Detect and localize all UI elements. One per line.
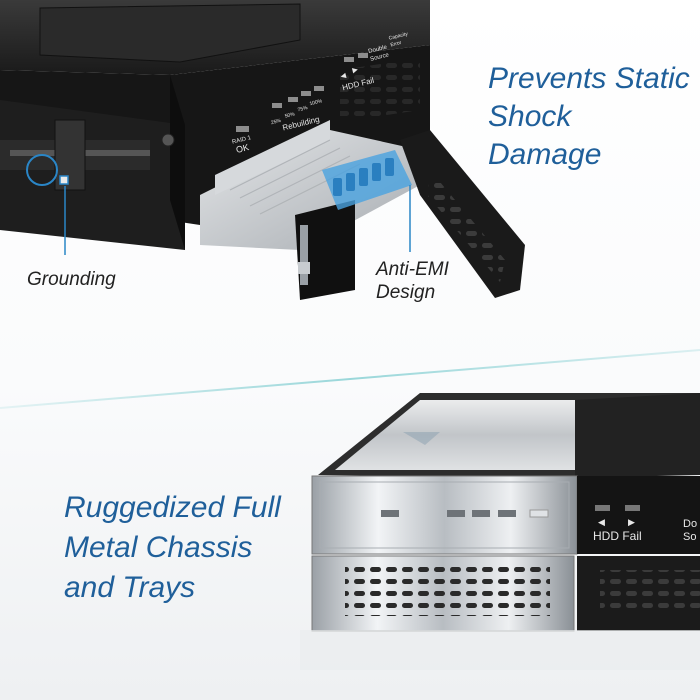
prevents-static-line-1: Prevents Static [488, 62, 690, 95]
bottom-enclosure: ◀ ▶ HDD Fail Do So [300, 393, 700, 670]
top-enclosure: RAID 1 OK 25% 50% 75% 100% Rebuilding ◀ … [0, 0, 525, 300]
pct-50-label: 50% [284, 111, 296, 119]
arrow-left-icon-bottom: ◀ [598, 517, 605, 527]
capacity-label-2: Error [390, 40, 403, 49]
arrow-right-icon: ▶ [352, 66, 360, 74]
arrow-right-icon-bottom: ▶ [628, 517, 635, 527]
hdd-fail-label-bottom: HDD Fail [593, 529, 642, 543]
ruggedized-line-1: Ruggedized Full [64, 491, 281, 524]
grounding-highlight [26, 154, 58, 186]
raid-label-1: RAID 1 [232, 135, 253, 146]
double-label-partial: Do [683, 518, 697, 530]
prevents-static-caption: Prevents Static Shock Damage [488, 60, 693, 174]
anti-emi-line-2: Design [376, 282, 436, 303]
raid-label-2: OK [235, 142, 250, 155]
capacity-label-1: Capacity [388, 31, 409, 42]
grounding-caption: Grounding [27, 269, 116, 290]
double-label-1: Double [368, 44, 389, 55]
arrow-left-icon: ◀ [340, 72, 348, 80]
anti-emi-line-1: Anti-EMI [376, 259, 449, 280]
ruggedized-line-3: and Trays [64, 571, 196, 604]
section-divider [0, 349, 700, 409]
pct-75-label: 75% [297, 105, 309, 113]
ruggedized-caption: Ruggedized Full Metal Chassis and Trays [64, 488, 324, 608]
raid-led [236, 126, 249, 132]
ruggedized-line-2: Metal Chassis [64, 531, 253, 564]
source-label-partial: So [683, 531, 696, 543]
double-label-2: Source [370, 52, 391, 63]
anti-emi-caption: Anti-EMI Design [376, 258, 449, 304]
pct-100-label: 100% [309, 98, 323, 107]
prevents-static-line-2: Shock Damage [488, 100, 602, 171]
pct-25-label: 25% [270, 118, 282, 126]
